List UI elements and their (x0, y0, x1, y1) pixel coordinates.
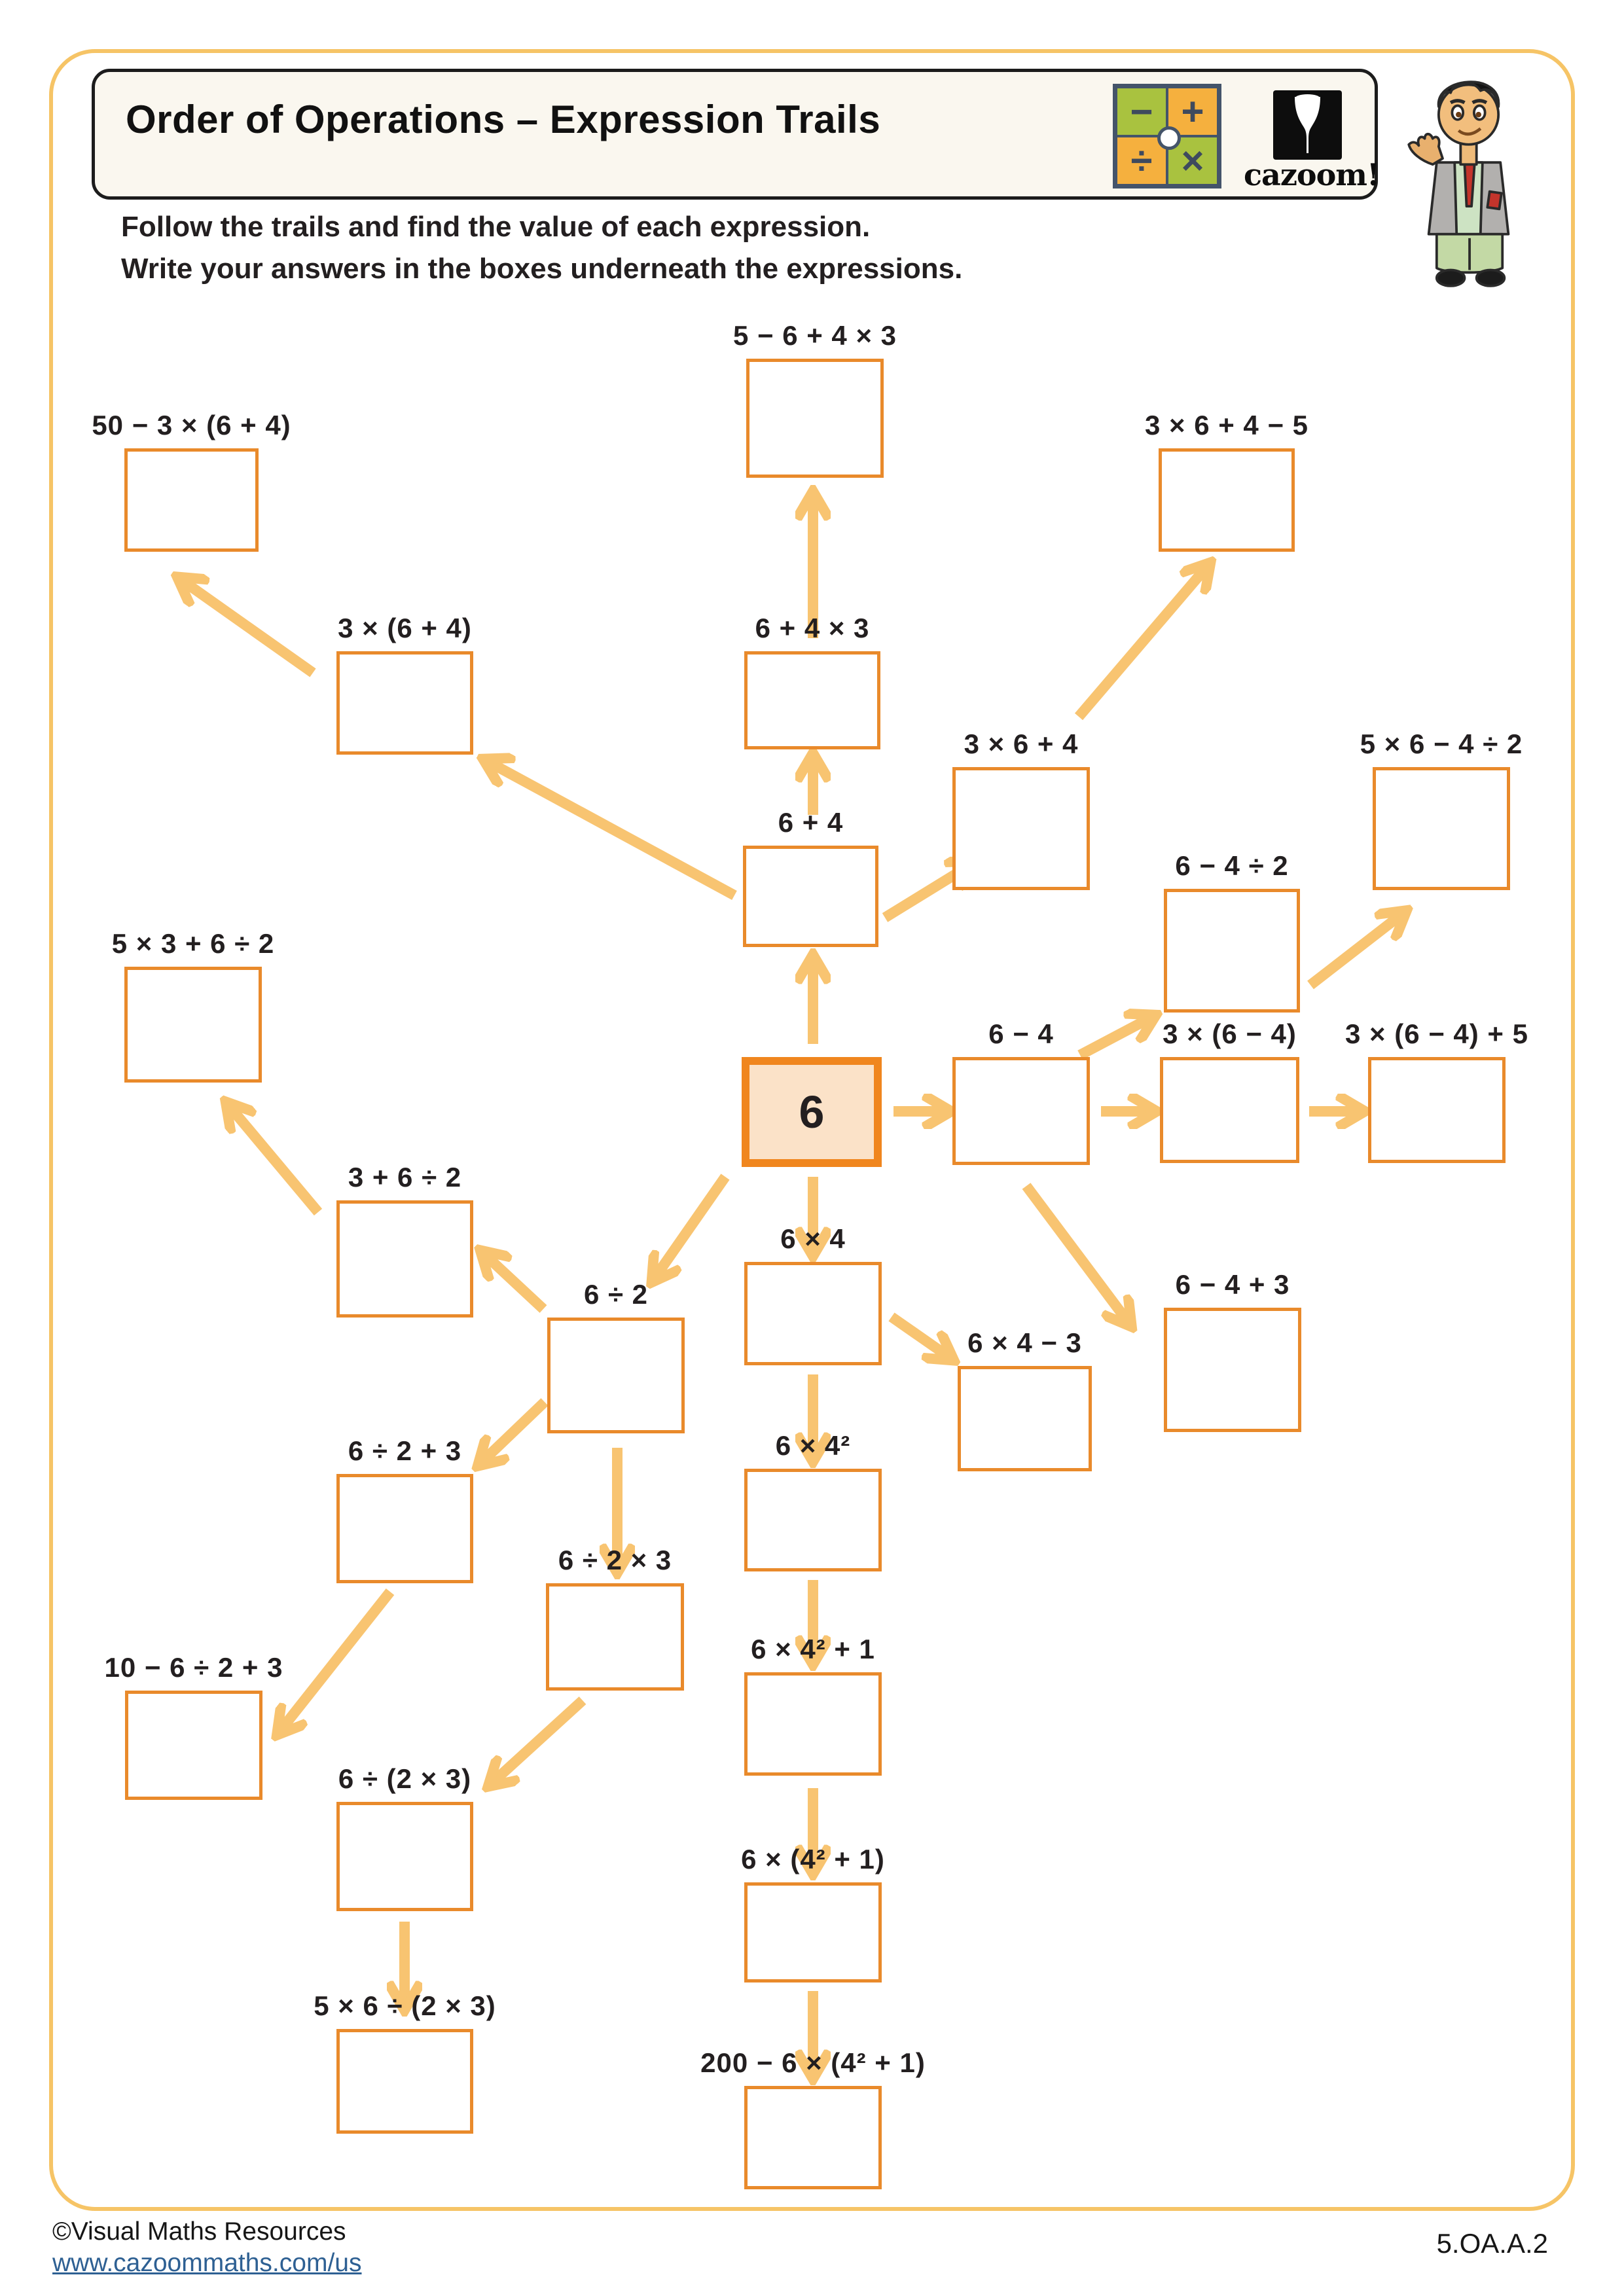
page-title: Order of Operations – Expression Trails (126, 98, 881, 141)
expr-6div2-plus3-label: 6 ÷ 2 + 3 (348, 1435, 462, 1466)
expr-6x-4squared-plus1-answer-box[interactable] (744, 1882, 882, 1982)
expr-3x6-plus4-minus5-label: 3 × 6 + 4 − 5 (1144, 410, 1309, 440)
expr-6minus4-answer-box[interactable] (952, 1057, 1090, 1165)
grid-center-dot (1157, 126, 1181, 150)
expr-6-plus-4x3-answer-box[interactable] (744, 651, 880, 749)
expr-50-minus-3x-6plus4-label: 50 − 3 × (6 + 4) (92, 410, 291, 440)
student-character-illustration (1407, 81, 1510, 287)
expr-50-minus-3x-6plus4-answer-box[interactable] (124, 448, 259, 552)
expr-3x-6plus4-answer-box[interactable] (336, 651, 473, 755)
expr-5-minus-6-plus-4x3-answer-box[interactable] (746, 359, 884, 478)
expr-3x6-plus4-answer-box[interactable] (952, 767, 1090, 890)
hair (1437, 81, 1500, 108)
expr-6-minus-4div2-label: 6 − 4 ÷ 2 (1175, 850, 1289, 881)
expr-5-minus-6-plus-4x3-label: 5 − 6 + 4 × 3 (732, 320, 897, 351)
expr-6x4-minus3-answer-box[interactable] (958, 1366, 1092, 1471)
shoe-right (1475, 268, 1506, 287)
expr-5x6-div-2x3-label: 5 × 6 ÷ (2 × 3) (314, 1990, 496, 2021)
expr-3x6-plus4-label: 3 × 6 + 4 (964, 728, 1079, 759)
expr-6div2-x3-answer-box[interactable] (546, 1583, 684, 1691)
expr-6div-2x3-answer-box[interactable] (336, 1802, 473, 1911)
start-value-box: 6 (742, 1057, 882, 1167)
goblet-icon (1273, 90, 1342, 160)
expr-6minus4-plus3-answer-box[interactable] (1164, 1308, 1301, 1432)
expr-5x3-plus-6div2-label: 5 × 3 + 6 ÷ 2 (111, 928, 275, 959)
expr-200-minus-6x-4squared-plus1-label: 200 − 6 × (4² + 1) (700, 2047, 926, 2078)
expr-6x4squared-plus1-label: 6 × 4² + 1 (751, 1634, 875, 1664)
expr-6div2-x3-label: 6 ÷ 2 × 3 (558, 1545, 672, 1575)
tie (1463, 163, 1476, 208)
instruction-line-2: Write your answers in the boxes undernea… (121, 253, 963, 285)
page-border (49, 49, 1575, 2211)
neck (1459, 141, 1478, 166)
expr-3x-6minus4-plus5-answer-box[interactable] (1368, 1057, 1506, 1163)
expr-6div2-plus3-answer-box[interactable] (336, 1474, 473, 1583)
operations-grid-icon: − + ÷ × (1113, 84, 1221, 188)
expr-5x6-minus-4div2-answer-box[interactable] (1373, 767, 1510, 890)
website-link[interactable]: www.cazoommaths.com/us (52, 2249, 362, 2277)
expr-3x-6minus4-label: 3 × (6 − 4) (1163, 1018, 1297, 1049)
expr-6minus4-label: 6 − 4 (988, 1018, 1054, 1049)
expr-6minus4-plus3-label: 6 − 4 + 3 (1175, 1269, 1290, 1300)
copyright-text: ©Visual Maths Resources (52, 2217, 346, 2246)
instruction-line-1: Follow the trails and find the value of … (121, 211, 871, 243)
expr-6plus4-answer-box[interactable] (743, 846, 878, 947)
expr-10-minus-6div2-plus3-answer-box[interactable] (125, 1691, 262, 1800)
expr-6x4squared-label: 6 × 4² (775, 1430, 851, 1461)
waving-hand (1407, 132, 1444, 166)
standard-code: 5.OA.A.2 (1436, 2228, 1548, 2259)
multiply-icon: × (1167, 136, 1218, 185)
shoe-left (1435, 268, 1466, 287)
expr-3-plus-6div2-answer-box[interactable] (336, 1200, 473, 1318)
expr-3-plus-6div2-label: 3 + 6 ÷ 2 (348, 1162, 462, 1193)
expr-3x6-plus4-minus5-answer-box[interactable] (1159, 448, 1295, 552)
logo-wordmark: cazoom! (1244, 157, 1380, 192)
expr-3x-6plus4-label: 3 × (6 + 4) (338, 613, 472, 643)
expr-200-minus-6x-4squared-plus1-answer-box[interactable] (744, 2086, 882, 2189)
expr-6x4squared-plus1-answer-box[interactable] (744, 1672, 882, 1776)
expr-6-minus-4div2-answer-box[interactable] (1164, 889, 1300, 1013)
minus-icon: − (1116, 87, 1167, 136)
expr-3x-6minus4-answer-box[interactable] (1160, 1057, 1299, 1163)
expr-6-plus-4x3-label: 6 + 4 × 3 (755, 613, 870, 643)
expr-6x4-answer-box[interactable] (744, 1262, 882, 1365)
expr-6div-2x3-label: 6 ÷ (2 × 3) (338, 1763, 472, 1794)
smile (1457, 127, 1482, 136)
expr-6x-4squared-plus1-label: 6 × (4² + 1) (741, 1844, 885, 1874)
expr-6plus4-label: 6 + 4 (778, 807, 844, 838)
divide-icon: ÷ (1116, 136, 1167, 185)
expr-6div2-answer-box[interactable] (547, 1318, 685, 1433)
expr-6x4-label: 6 × 4 (780, 1223, 846, 1254)
expr-6div2-label: 6 ÷ 2 (583, 1279, 649, 1310)
expr-5x3-plus-6div2-answer-box[interactable] (124, 967, 262, 1083)
expr-10-minus-6div2-plus3-label: 10 − 6 ÷ 2 + 3 (104, 1652, 283, 1683)
expr-6x4-minus3-label: 6 × 4 − 3 (967, 1327, 1082, 1358)
expr-5x6-minus-4div2-label: 5 × 6 − 4 ÷ 2 (1360, 728, 1523, 759)
expr-6x4squared-answer-box[interactable] (744, 1469, 882, 1571)
expr-3x-6minus4-plus5-label: 3 × (6 − 4) + 5 (1344, 1018, 1528, 1049)
expr-5x6-div-2x3-answer-box[interactable] (336, 2029, 473, 2134)
pocket-square (1486, 190, 1503, 211)
cazoom-logo: cazoom! (1244, 90, 1380, 194)
